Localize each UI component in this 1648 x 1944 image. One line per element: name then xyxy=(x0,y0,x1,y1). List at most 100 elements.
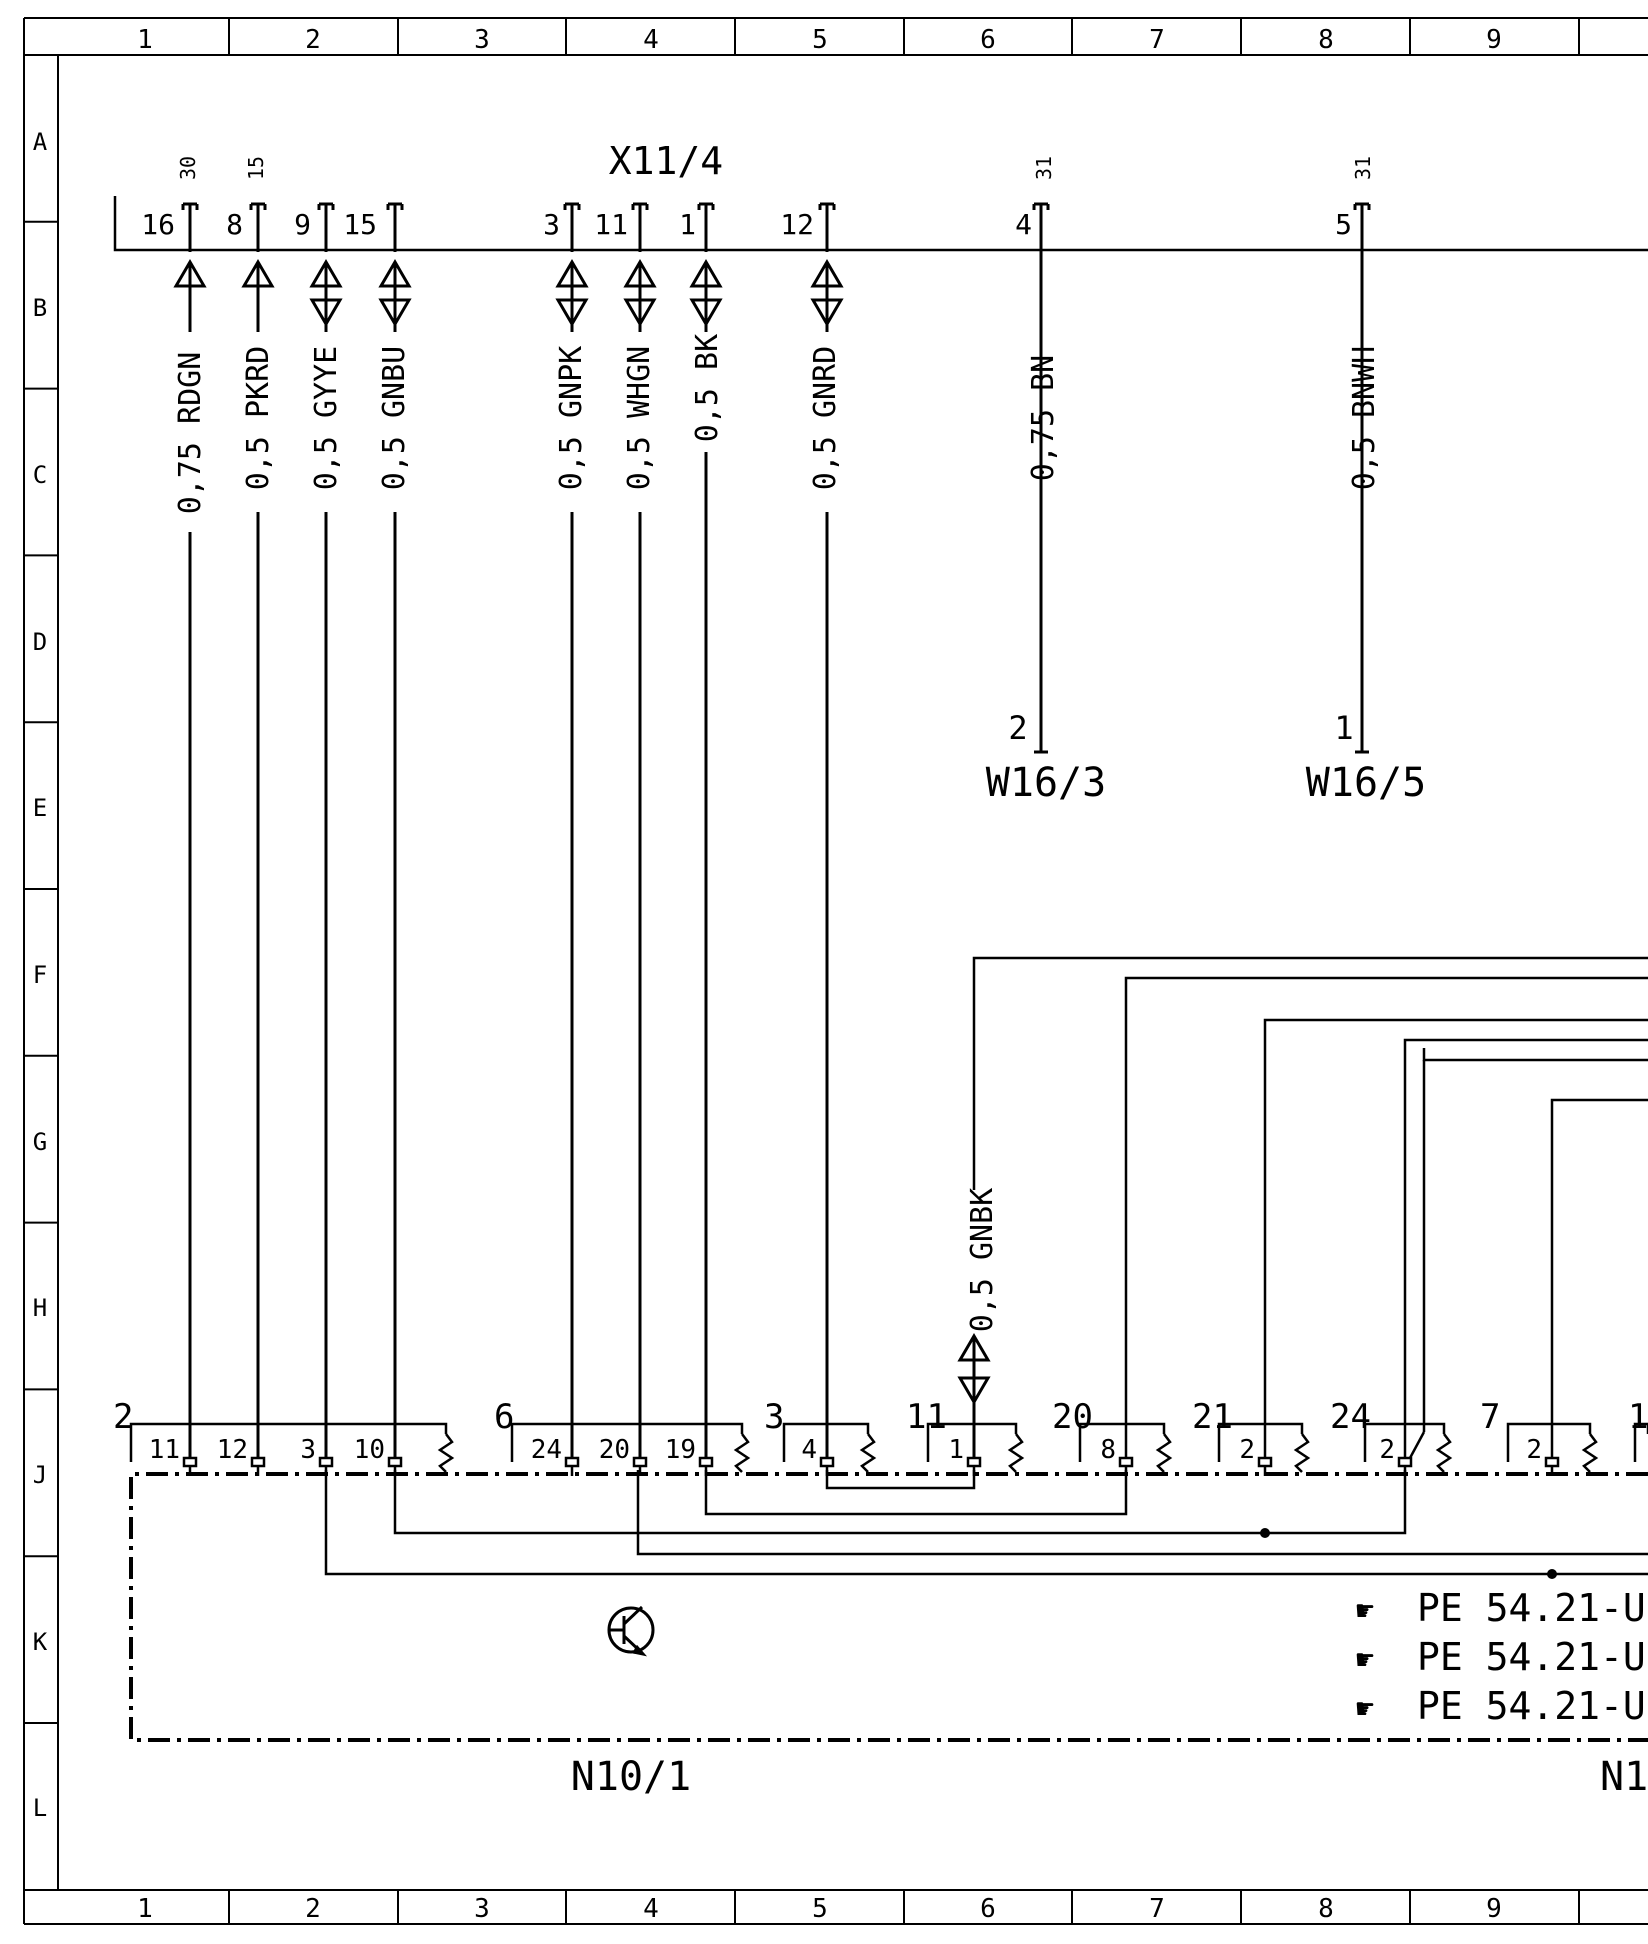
wire-label: 0,5 GNBU xyxy=(377,346,412,491)
column-dividers xyxy=(228,18,1580,1924)
column-labels-top: 1 2 3 4 5 6 7 8 9 xyxy=(137,25,1502,55)
connector-id: 20 xyxy=(1052,1397,1093,1437)
connector-20: 208 xyxy=(1052,1397,1173,1476)
pin-number: 2 xyxy=(1239,1435,1255,1465)
pin-number: 1 xyxy=(948,1435,964,1465)
connector-id: 24 xyxy=(1330,1397,1371,1437)
row-label: H xyxy=(33,1294,47,1322)
wire xyxy=(173,202,207,1460)
spring-icon xyxy=(1581,1433,1599,1473)
spring-icon xyxy=(733,1433,751,1473)
column-label: 3 xyxy=(474,25,490,55)
connector-id: 11 xyxy=(906,1397,947,1437)
pin-number: 10 xyxy=(354,1435,385,1465)
ground-pin-number: 2 xyxy=(1008,709,1027,747)
module-boundary xyxy=(129,1472,1648,1742)
junction-dots xyxy=(1260,1528,1557,1579)
pin-number: 8 xyxy=(1100,1435,1116,1465)
terminal-tag: 15 xyxy=(244,156,268,180)
column-label: 7 xyxy=(1149,25,1165,55)
junction-dot xyxy=(1547,1569,1557,1579)
column-label: 1 xyxy=(137,1894,153,1924)
column-label: 9 xyxy=(1486,1894,1502,1924)
top-wire-stubs xyxy=(173,202,1371,1460)
connector-id: 2 xyxy=(113,1397,133,1437)
spring-icon xyxy=(859,1433,877,1473)
pin-number: 4 xyxy=(801,1435,817,1465)
connector-id: 6 xyxy=(494,1397,514,1437)
column-label: 1 xyxy=(137,25,153,55)
row-label: G xyxy=(33,1128,47,1156)
spring-icon xyxy=(1293,1433,1311,1473)
terminal-tag: 31 xyxy=(1032,156,1056,180)
terminal-tag: 30 xyxy=(176,156,200,180)
column-label: 4 xyxy=(643,25,659,55)
pin-number: 2 xyxy=(1379,1435,1395,1465)
pin-number: 2 xyxy=(1526,1435,1542,1465)
row-label: J xyxy=(33,1461,47,1489)
pin-number: 11 xyxy=(594,208,628,241)
column-label: 7 xyxy=(1149,1894,1165,1924)
pin-number: 5 xyxy=(1335,208,1352,241)
reference-item: ☛ PE 54.21-U xyxy=(1356,1684,1646,1728)
wire-label: 0,5 GNRD xyxy=(808,346,843,491)
column-label: 2 xyxy=(305,1894,321,1924)
wire xyxy=(555,202,589,1460)
row-label: F xyxy=(33,961,47,989)
routing-wires xyxy=(324,956,1648,1576)
spring-icon xyxy=(1155,1433,1173,1473)
wire xyxy=(623,202,657,1460)
wire xyxy=(689,202,723,1460)
bottom-connectors: 211123106242019341112082122427210 xyxy=(113,1397,1648,1476)
pin-number: 16 xyxy=(141,208,175,241)
connector-21: 212 xyxy=(1192,1397,1311,1476)
terminal-tag: 31 xyxy=(1351,156,1375,180)
drawing-frame xyxy=(23,17,1648,1925)
ground-label: W16/3 xyxy=(986,760,1106,806)
spring-icon xyxy=(1007,1433,1025,1473)
wire xyxy=(241,202,275,1460)
pin-number: 12 xyxy=(780,208,814,241)
connector-id: 7 xyxy=(1480,1397,1500,1437)
connector-id: 3 xyxy=(764,1397,784,1437)
wire-label: 0,75 RDGN xyxy=(173,352,208,515)
ground-label: W16/5 xyxy=(1306,760,1426,806)
wire-label: 0,5 BNWH xyxy=(1347,346,1382,491)
spring-icon xyxy=(437,1433,455,1473)
column-label: 5 xyxy=(812,25,828,55)
junction-dot xyxy=(1260,1528,1270,1538)
row-label: K xyxy=(33,1628,48,1656)
reference-item: ☛ PE 54.21-U xyxy=(1356,1586,1646,1630)
hand-pointer-icon: ☛ xyxy=(1356,1594,1374,1629)
pin-number: 4 xyxy=(1015,208,1032,241)
ground-pin-number: 1 xyxy=(1334,709,1353,747)
wire-label: 0,5 PKRD xyxy=(241,346,276,491)
column-label: 2 xyxy=(305,25,321,55)
reference-text: PE 54.21-U xyxy=(1417,1635,1646,1679)
wire-label: 0,5 GNBK xyxy=(965,1188,1000,1333)
hand-pointer-icon: ☛ xyxy=(1356,1692,1374,1727)
connector-3: 34 xyxy=(764,1397,877,1476)
pin-number: 20 xyxy=(599,1435,630,1465)
module-label: N10/1 xyxy=(571,1754,691,1800)
reference-text: PE 54.21-U xyxy=(1417,1586,1646,1630)
wire xyxy=(810,202,844,1460)
row-dividers xyxy=(24,220,58,1724)
pin-number: 9 xyxy=(294,208,311,241)
connector-id: 21 xyxy=(1192,1397,1233,1437)
reference-item: ☛ PE 54.21-U xyxy=(1356,1635,1646,1679)
wire-label: 0,5 WHGN xyxy=(622,346,657,491)
connector-10: 10 xyxy=(1628,1397,1648,1462)
column-label: 8 xyxy=(1318,1894,1334,1924)
connector-id: 10 xyxy=(1628,1397,1648,1437)
reference-list: ☛ PE 54.21-U ☛ PE 54.21-U ☛ PE 54.21-U xyxy=(1356,1586,1646,1728)
wire-label: 0,5 GYYE xyxy=(309,346,344,491)
row-label: B xyxy=(33,294,47,322)
wire-label: 0,5 GNPK xyxy=(554,346,589,491)
row-label: E xyxy=(33,794,47,822)
wire-pins: 16 8 9 15 3 11 1 12 4 5 xyxy=(141,208,1352,241)
gnbk-splice xyxy=(957,1333,991,1460)
wire-label: 0,5 BK xyxy=(690,334,725,442)
column-label: 6 xyxy=(980,1894,996,1924)
